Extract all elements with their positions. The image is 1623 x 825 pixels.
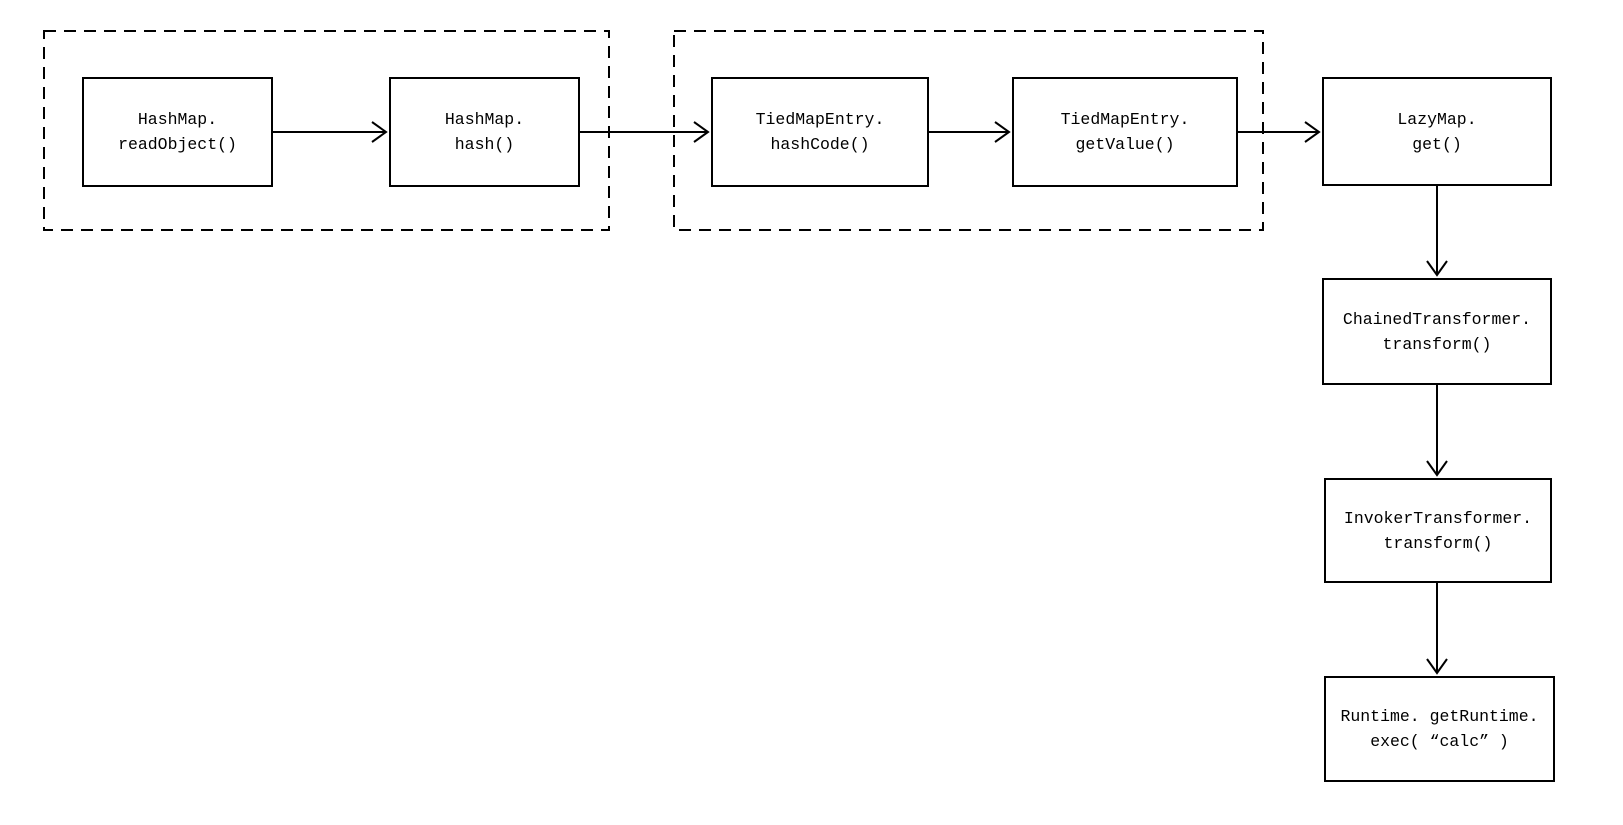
node-invokertransformer-transform: InvokerTransformer. transform() xyxy=(1324,478,1552,583)
node-label-line: exec( “calc” ) xyxy=(1370,732,1509,751)
node-lazymap-get: LazyMap. get() xyxy=(1322,77,1552,186)
node-label-line: transform() xyxy=(1383,533,1493,553)
node-hashmap-hash: HashMap. hash() xyxy=(389,77,580,187)
node-label-line: ChainedTransformer. xyxy=(1342,309,1532,329)
node-label-line: HashMap. xyxy=(137,110,218,129)
node-tiedmapentry-getvalue: TiedMapEntry. getValue() xyxy=(1012,77,1238,187)
node-tiedmapentry-hashcode: TiedMapEntry. hashCode() xyxy=(711,77,929,187)
node-label-line: HashMap. xyxy=(444,110,525,129)
group-outline-2 xyxy=(673,30,1264,231)
node-hashmap-readobject: HashMap. readObject() xyxy=(82,77,273,187)
node-label-line: InvokerTransformer. xyxy=(1343,508,1533,528)
node-chainedtransformer-transform: ChainedTransformer. transform() xyxy=(1322,278,1552,385)
node-label-line: LazyMap. xyxy=(1397,109,1477,129)
node-runtime-exec: Runtime. getRuntime. exec( “calc” ) xyxy=(1324,676,1555,782)
node-label-line: readObject() xyxy=(118,135,237,154)
node-label-line: hash() xyxy=(454,135,515,154)
node-label-line: get() xyxy=(1412,134,1462,154)
group-outline-1 xyxy=(43,30,610,231)
node-label-line: hashCode() xyxy=(770,135,870,154)
node-label-line: TiedMapEntry. xyxy=(1060,110,1190,129)
node-label-line: getValue() xyxy=(1075,135,1175,154)
node-label-line: TiedMapEntry. xyxy=(755,110,885,129)
node-label-line: transform() xyxy=(1382,334,1492,354)
node-label-line: Runtime. getRuntime. xyxy=(1340,707,1539,726)
